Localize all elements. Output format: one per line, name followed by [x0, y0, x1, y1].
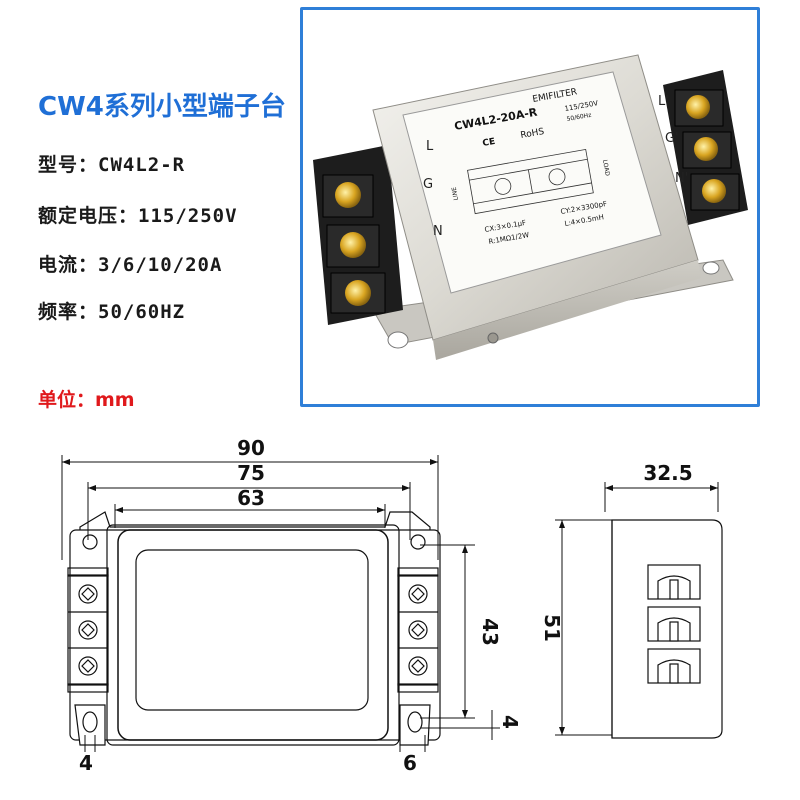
dim-tab-right: 4 — [498, 715, 522, 729]
dim-depth: 32.5 — [643, 461, 692, 485]
label-load: LOAD — [601, 159, 611, 177]
screw-icon — [694, 137, 718, 161]
unit-label: 单位：mm — [38, 389, 135, 411]
screw-icon — [78, 584, 98, 604]
label-line: LINE — [451, 186, 460, 201]
dim-height: 51 — [540, 614, 564, 642]
right-terminal-block — [663, 70, 748, 225]
screw-icon — [340, 232, 366, 258]
product-photo-frame: EMIFILTER CW4L2-20A-R 115/250V 50/60Hz C… — [300, 7, 760, 407]
terminal-label-n: N — [433, 224, 443, 239]
side-view — [611, 519, 723, 739]
dim-hole-vertical: 43 — [478, 618, 502, 646]
dim-body-width: 63 — [237, 486, 265, 510]
terminal-label-n-prime: N' — [675, 171, 688, 186]
screw-icon — [408, 656, 428, 676]
screw-icon — [702, 179, 726, 203]
dim-hole-dia: 4 — [79, 751, 93, 775]
circuit-schematic — [467, 148, 594, 215]
model-spec: 型号：CW4L2-R — [38, 154, 186, 176]
terminal-label-g-prime: G' — [665, 131, 679, 146]
left-terminal-block — [313, 145, 403, 325]
screw-icon — [408, 584, 428, 604]
terminal-label-g: G — [423, 177, 433, 192]
screw-icon — [408, 620, 428, 640]
product-illustration: EMIFILTER CW4L2-20A-R 115/250V 50/60Hz C… — [313, 54, 748, 360]
dim-hole-span: 75 — [237, 461, 265, 485]
label-rohs: RoHS — [520, 127, 545, 141]
voltage-spec: 额定电压：115/250V — [38, 205, 238, 227]
mount-hole-icon — [387, 331, 409, 349]
label-freq: 50/60Hz — [566, 112, 592, 123]
frequency-spec: 频率：50/60HZ — [38, 301, 186, 323]
terminal-label-l-prime: L' — [658, 94, 669, 109]
filter-body: EMIFILTER CW4L2-20A-R 115/250V 50/60Hz C… — [372, 54, 701, 360]
screw-icon — [686, 95, 710, 119]
terminal-label-l: L — [426, 139, 434, 154]
dim-width: 90 — [237, 436, 265, 460]
screw-icon — [78, 656, 98, 676]
screw-icon — [335, 182, 361, 208]
label-ce: CE — [482, 137, 496, 149]
current-spec: 电流：3/6/10/20A — [38, 254, 223, 276]
dim-tab: 6 — [403, 751, 417, 775]
screw-icon — [345, 280, 371, 306]
screw-icon — [78, 620, 98, 640]
series-title: CW4系列小型端子台 — [38, 92, 286, 122]
